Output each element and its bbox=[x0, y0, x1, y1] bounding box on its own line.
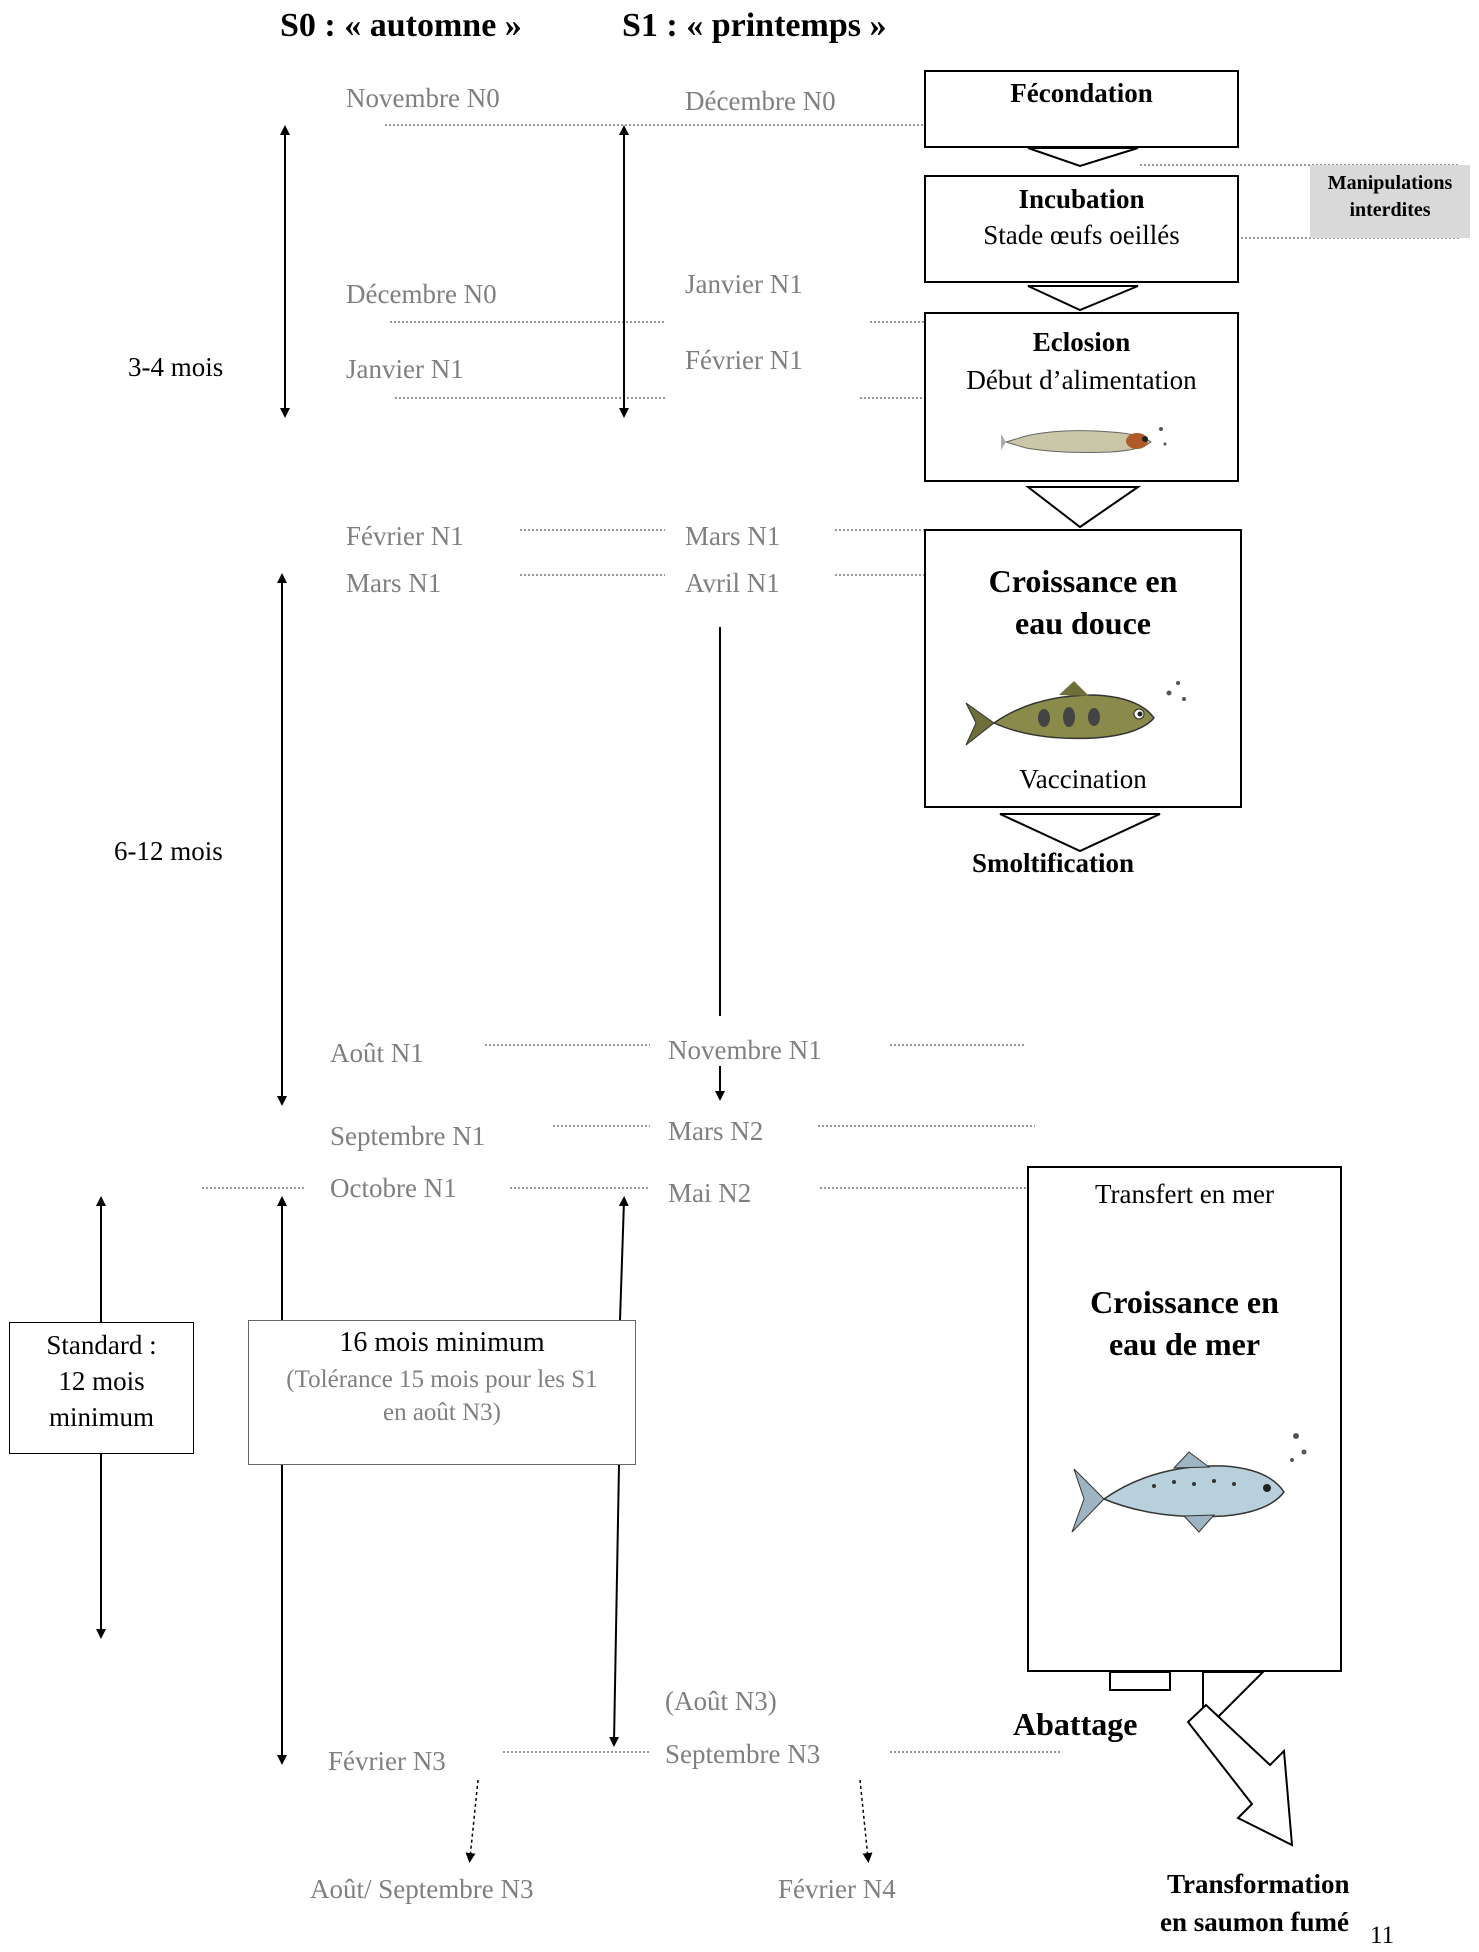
dotted-arrows bbox=[465, 1779, 873, 1863]
s1-mars-n1: Mars N1 bbox=[685, 521, 781, 551]
croissance-mer-line-2: eau de mer bbox=[1108, 1326, 1261, 1362]
stage-vaccination-label: Vaccination bbox=[1019, 764, 1147, 794]
s0-dec-n0: Décembre N0 bbox=[346, 279, 497, 309]
s0-sept-n1: Septembre N1 bbox=[330, 1121, 486, 1151]
standard-line-3: minimum bbox=[48, 1402, 154, 1432]
s0-nov-n0: Novembre N0 bbox=[346, 83, 500, 113]
chevron-arrow-2 bbox=[1027, 285, 1139, 312]
transformation-line-2: en saumon fumé bbox=[1160, 1907, 1350, 1937]
tolerance-line-1: (Tolérance 15 mois pour les S1 bbox=[286, 1366, 598, 1393]
duration-arrows bbox=[96, 125, 725, 1765]
header-s0: S0 : « automne » bbox=[280, 7, 522, 44]
s1-jan-n1: Janvier N1 bbox=[685, 269, 803, 299]
chevron-arrow-1 bbox=[1027, 147, 1139, 168]
standard-line-2: 12 mois bbox=[58, 1366, 145, 1396]
s1-dec-n0: Décembre N0 bbox=[685, 86, 836, 116]
standard-box: Standard : 12 mois minimum bbox=[9, 1322, 194, 1454]
stage-eclosion-box: Eclosion Début d’alimentation bbox=[924, 312, 1239, 482]
s1-mars-n2: Mars N2 bbox=[668, 1116, 764, 1146]
stage-eclosion-label: Eclosion bbox=[1032, 327, 1131, 357]
stage-fecondation-box: Fécondation bbox=[924, 70, 1239, 148]
duration-3-4-months: 3-4 mois bbox=[128, 352, 224, 382]
s0-mars-n1: Mars N1 bbox=[346, 568, 442, 598]
s0-jan-n1: Janvier N1 bbox=[346, 354, 464, 384]
manipulations-note: Manipulations interdites bbox=[1310, 165, 1470, 238]
chevron-arrow-5 bbox=[1109, 1671, 1171, 1691]
s1-sept-n3: Septembre N3 bbox=[665, 1739, 821, 1769]
croissance-douce-line-2: eau douce bbox=[1015, 605, 1151, 641]
s1-fev-n4: Février N4 bbox=[778, 1874, 896, 1904]
s1-fev-n1: Février N1 bbox=[685, 345, 803, 375]
flow-chevrons bbox=[999, 147, 1294, 1847]
croissance-douce-line-1: Croissance en bbox=[988, 563, 1178, 599]
s0-fev-n1: Février N1 bbox=[346, 521, 464, 551]
stage-oeufs-label: Stade œufs oeillés bbox=[983, 220, 1180, 250]
s0-aout-n1: Août N1 bbox=[330, 1038, 424, 1068]
duration-6-12-months: 6-12 mois bbox=[114, 836, 223, 866]
stage-incubation-box: Incubation Stade œufs oeillés bbox=[924, 175, 1239, 283]
stage-croissance-mer-box: Transfert en mer Croissance en eau de me… bbox=[1027, 1166, 1342, 1672]
min-16-months-label: 16 mois minimum bbox=[339, 1327, 545, 1358]
s1-mai-n2: Mai N2 bbox=[668, 1178, 752, 1208]
page-number: 11 bbox=[1370, 1922, 1395, 1949]
stage-smoltification-label: Smoltification bbox=[972, 848, 1134, 878]
stage-croissance-douce-box: Croissance en eau douce Vaccination bbox=[924, 529, 1242, 808]
salmon-fish-icon bbox=[1071, 1433, 1307, 1533]
header-s1: S1 : « printemps » bbox=[622, 7, 887, 44]
croissance-mer-line-1: Croissance en bbox=[1090, 1284, 1279, 1320]
stage-alimentation-label: Début d’alimentation bbox=[966, 365, 1197, 395]
parr-fish-icon bbox=[965, 681, 1186, 746]
tolerance-line-2: en août N3) bbox=[382, 1399, 502, 1426]
s1-avril-n1: Avril N1 bbox=[685, 568, 780, 598]
min-16-months-box: 16 mois minimum (Tolérance 15 mois pour … bbox=[248, 1320, 636, 1465]
s0-oct-n1: Octobre N1 bbox=[330, 1173, 457, 1203]
s0-fev-n3: Février N3 bbox=[328, 1746, 446, 1776]
manipulations-line-1: Manipulations bbox=[1327, 172, 1453, 194]
stage-fecondation-label: Fécondation bbox=[1010, 78, 1153, 108]
alevin-fish-icon bbox=[1001, 427, 1167, 453]
stage-abattage-label: Abattage bbox=[1013, 1706, 1138, 1742]
s1-aout-n3: (Août N3) bbox=[665, 1686, 777, 1716]
chevron-arrow-4 bbox=[999, 813, 1161, 853]
chevron-arrow-3 bbox=[1025, 486, 1142, 529]
stage-incubation-label: Incubation bbox=[1018, 184, 1145, 214]
manipulations-line-2: interdites bbox=[1349, 199, 1431, 221]
dotted-guides bbox=[202, 124, 1460, 1753]
block-arrow-diagonal bbox=[1186, 1703, 1294, 1847]
transformation-line-1: Transformation bbox=[1167, 1869, 1350, 1899]
s1-nov-n1: Novembre N1 bbox=[668, 1035, 822, 1065]
stage-transfert-label: Transfert en mer bbox=[1095, 1179, 1274, 1209]
s0-aout-sept-n3: Août/ Septembre N3 bbox=[310, 1874, 534, 1904]
standard-line-1: Standard : bbox=[46, 1330, 157, 1360]
